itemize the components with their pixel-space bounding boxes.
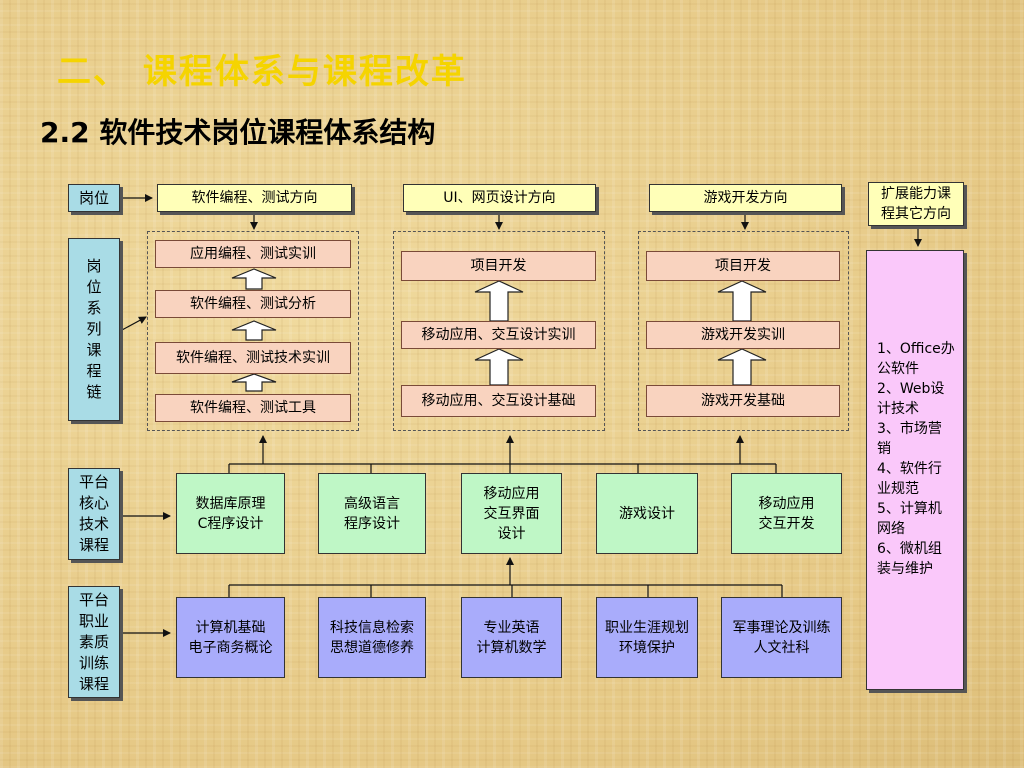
chain-arrow-icon: [231, 320, 277, 341]
arrow-chain-to-software: [121, 316, 147, 331]
page-subtitle: 2.2 软件技术岗位课程体系结构: [40, 116, 436, 149]
core-course-box: 移动应用 交互开发: [731, 473, 842, 554]
software-chain-item: 应用编程、测试实训: [155, 240, 351, 268]
elective-item: 业规范: [877, 481, 919, 497]
elective-item: 计技术: [877, 401, 919, 417]
elective-item: 4、软件行: [877, 461, 942, 477]
chain-arrow-icon: [231, 373, 277, 392]
core-course-box: 移动应用 交互界面 设计: [461, 473, 562, 554]
label-platform-quality: 平台 职业 素质 训练 课程: [68, 586, 120, 698]
software-chain-group: [147, 231, 359, 431]
software-chain-item: 软件编程、测试工具: [155, 394, 351, 422]
quality-course-box: 计算机基础 电子商务概论: [176, 597, 285, 678]
chain-arrow-icon: [474, 348, 524, 386]
core-course-box: 高级语言 程序设计: [318, 473, 426, 554]
quality-course-box: 专业英语 计算机数学: [461, 597, 562, 678]
elective-item: 6、微机组: [877, 541, 942, 557]
software-chain-item: 软件编程、测试分析: [155, 290, 351, 318]
elective-item: 1、Office办: [877, 341, 955, 357]
quality-course-box: 军事理论及训练 人文社科: [721, 597, 842, 678]
game-chain-group: [638, 231, 849, 431]
elective-item: 5、计算机: [877, 501, 942, 517]
game-chain-item: 游戏开发实训: [646, 321, 840, 349]
quality-course-box: 职业生涯规划 环境保护: [596, 597, 698, 678]
elective-item: 3、市场营: [877, 421, 942, 437]
elective-item: 网络: [877, 521, 905, 537]
game-chain-item: 游戏开发基础: [646, 385, 840, 417]
label-platform-core: 平台 核心 技术 课程: [68, 468, 120, 560]
core-course-box: 游戏设计: [596, 473, 698, 554]
label-position-chain: 岗 位 系 列 课 程 链: [68, 238, 120, 421]
ui-chain-item: 项目开发: [401, 251, 596, 281]
page-title: 二、 课程体系与课程改革: [57, 52, 467, 92]
elective-item: 2、Web设: [877, 381, 945, 397]
elective-item: 销: [877, 441, 891, 457]
chain-arrow-icon: [717, 348, 767, 386]
elective-panel: 1、Office办 公软件 2、Web设 计技术 3、市场营 销 4、软件行 业…: [866, 250, 964, 690]
chain-arrow-icon: [474, 280, 524, 322]
ui-chain-item: 移动应用、交互设计基础: [401, 385, 596, 417]
label-position: 岗位: [68, 184, 120, 212]
ui-chain-group: [393, 231, 605, 431]
game-chain-item: 项目开发: [646, 251, 840, 281]
chain-arrow-icon: [717, 280, 767, 322]
software-chain-item: 软件编程、测试技术实训: [155, 342, 351, 374]
ui-chain-item: 移动应用、交互设计实训: [401, 321, 596, 349]
core-course-box: 数据库原理 C程序设计: [176, 473, 285, 554]
chain-arrow-icon: [231, 268, 277, 290]
direction-software: 软件编程、测试方向: [157, 184, 352, 212]
elective-item: 公软件: [877, 361, 919, 377]
direction-ui: UI、网页设计方向: [403, 184, 596, 212]
direction-game: 游戏开发方向: [649, 184, 842, 212]
quality-course-box: 科技信息检索 思想道德修养: [318, 597, 426, 678]
direction-extension: 扩展能力课 程其它方向: [868, 182, 964, 226]
elective-item: 装与维护: [877, 561, 933, 577]
